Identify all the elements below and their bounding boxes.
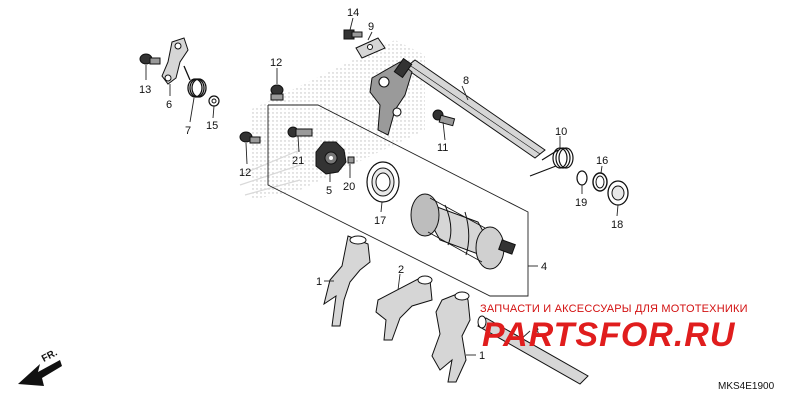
callout-14: 14 [347,7,359,19]
callout-21: 21 [292,155,304,167]
shift-fork-part-1-left [323,235,371,327]
callout-18: 18 [611,219,623,231]
shift-drum-part-4 [410,193,516,270]
callout-19: 19 [575,197,587,209]
bearing-part-17 [366,161,400,203]
stopper-arm-part-6 [161,37,189,85]
shift-fork-part-2 [375,275,433,341]
callout-13: 13 [139,84,151,96]
callout-10: 10 [555,126,567,138]
callout-5: 5 [326,185,332,197]
diagram-code: MKS4E1900 [718,381,775,392]
pin-part-20 [347,156,355,164]
fork-shaft-part-3 [477,315,589,385]
callout-3: 3 [533,326,539,338]
callout-2: 2 [398,264,404,276]
assembly-bracket-4 [267,104,529,297]
callout-12-upper: 12 [270,57,282,69]
callout-17: 17 [374,215,386,227]
callout-1-left: 1 [316,276,322,288]
bolt-part-12-upper [270,84,284,101]
callout-1-right: 1 [479,350,485,362]
callout-8: 8 [463,75,469,87]
callout-16: 16 [596,155,608,167]
leader-lines [145,17,619,356]
bolt-part-11 [432,109,456,127]
callout-numbers: 14 9 12 8 13 6 7 15 12 21 5 20 17 11 10 … [139,7,623,362]
callout-7: 7 [185,125,191,137]
washer-part-19 [576,170,588,186]
watermark-caption: ЗАПЧАСТИ И АКСЕССУАРЫ ДЛЯ МОТОТЕХНИКИ [480,303,748,315]
bolt-part-12-lower [239,131,261,144]
bolt-part-13 [139,53,161,65]
drum-center-part-5 [315,141,347,175]
callout-15: 15 [206,120,218,132]
spring-part-10 [529,147,574,177]
callout-9: 9 [368,21,374,33]
spring-part-7 [183,65,207,98]
callout-4: 4 [541,261,547,273]
shift-fork-part-1-right [431,291,471,383]
bolt-part-14 [343,29,363,40]
watermark-logo[interactable]: PARTSFOR.RU [482,316,736,354]
callout-20: 20 [343,181,355,193]
shift-shaft-part-8 [369,57,546,159]
callout-12-lower: 12 [239,167,251,179]
front-direction-arrow-icon [18,360,62,386]
callout-11: 11 [437,142,448,154]
bolt-part-21 [287,126,313,138]
callout-6: 6 [166,99,172,111]
